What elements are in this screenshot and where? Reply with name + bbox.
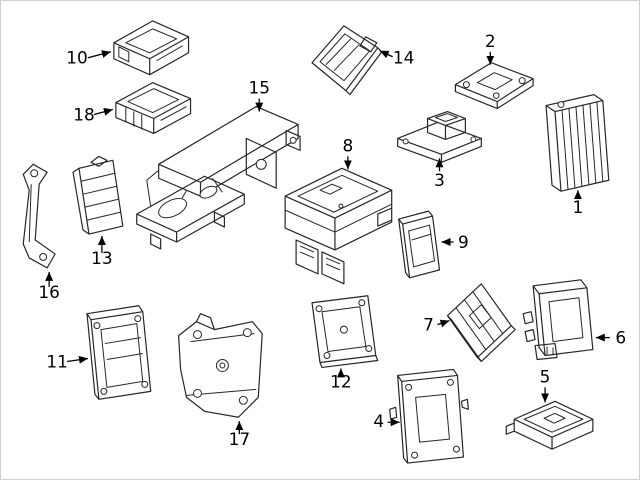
- part-16-hole: [30, 169, 39, 178]
- part-13-ribs: [80, 172, 121, 221]
- part-17-hole: [219, 362, 226, 369]
- part-2-hole: [462, 81, 470, 89]
- part-10-detail: [118, 28, 183, 63]
- part-1: 1: [545, 94, 610, 217]
- part-1-hole: [557, 101, 565, 109]
- part-3-detail: [435, 113, 458, 122]
- part-12: 12: [311, 295, 379, 391]
- part-12-label: 12: [330, 371, 352, 391]
- part-18: 18: [73, 82, 192, 135]
- part-1-ribs: [561, 101, 604, 190]
- part-1-label: 1: [573, 197, 584, 217]
- part-12-hole: [358, 299, 366, 307]
- part-7-label: 7: [423, 315, 434, 335]
- part-3-hole: [402, 138, 409, 145]
- part-12-hole: [365, 345, 373, 353]
- part-11: 11: [46, 305, 152, 400]
- part-16-label: 16: [38, 282, 60, 302]
- part-17-hole: [238, 395, 248, 405]
- part-18-label: 18: [73, 105, 95, 125]
- part-5-label: 5: [540, 366, 551, 386]
- part-9-body: [398, 210, 441, 279]
- part-17: 17: [177, 313, 263, 449]
- part-15: 15: [136, 78, 301, 250]
- part-4-screw: [452, 445, 460, 453]
- part-2: 2: [454, 31, 534, 110]
- part-4-screw: [411, 451, 419, 459]
- part-13: 13: [72, 155, 124, 268]
- part-15-hole: [158, 198, 188, 219]
- part-16: 16: [22, 163, 60, 302]
- part-11-screw: [100, 387, 108, 395]
- part-11-arrow: [66, 355, 89, 364]
- part-5-detail: [523, 405, 584, 433]
- part-10-arrow: [87, 50, 112, 59]
- part-12-hole: [339, 325, 348, 334]
- part-11-screw: [134, 315, 142, 323]
- part-14-arrow: [379, 50, 393, 59]
- part-3: 3: [397, 110, 482, 190]
- part-2-body: [454, 62, 534, 110]
- part-2-label: 2: [485, 31, 496, 51]
- part-2-hole: [492, 92, 500, 99]
- part-17-hole: [242, 328, 252, 338]
- part-9-detail: [408, 224, 436, 268]
- part-9-label: 9: [458, 232, 469, 252]
- part-14-detail: [319, 33, 371, 82]
- part-3-label: 3: [434, 170, 445, 190]
- part-7: 7: [423, 283, 516, 363]
- part-14-body: [311, 25, 383, 96]
- part-8-label: 8: [343, 135, 354, 155]
- part-4-screw: [405, 383, 413, 391]
- part-15-hole: [289, 136, 297, 144]
- part-16-detail: [28, 184, 32, 243]
- part-15-label: 15: [248, 78, 270, 98]
- part-16-body: [22, 163, 56, 269]
- part-15-hole: [199, 185, 218, 199]
- part-11-screw: [93, 322, 101, 330]
- part-11-detail: [100, 323, 144, 388]
- part-11-label: 11: [46, 351, 68, 371]
- part-3-hole: [470, 136, 477, 143]
- part-17-hole: [193, 388, 202, 398]
- part-2-hole: [518, 77, 526, 85]
- part-10: 10: [66, 20, 190, 76]
- part-10-body: [113, 20, 190, 76]
- part-5: 5: [505, 366, 594, 450]
- part-4-screw: [446, 378, 454, 386]
- part-12-hole: [315, 305, 323, 313]
- part-6-body: [522, 279, 594, 361]
- part-6-detail: [546, 297, 584, 356]
- part-17-hole: [193, 330, 202, 340]
- part-10-label: 10: [66, 48, 88, 68]
- part-8: 8: [284, 135, 393, 285]
- part-8-body: [284, 167, 393, 285]
- part-13-label: 13: [91, 248, 113, 268]
- part-14-label: 14: [393, 48, 415, 68]
- part-13-body: [72, 155, 124, 235]
- part-9: 9: [398, 210, 469, 279]
- part-18-arrow: [93, 107, 114, 116]
- part-4-detail: [415, 393, 450, 443]
- part-14: 14: [311, 25, 415, 96]
- part-6: 6: [522, 279, 626, 361]
- part-4-label: 4: [373, 411, 384, 431]
- part-18-body: [115, 82, 192, 135]
- part-17-label: 17: [229, 429, 251, 449]
- part-1-body: [545, 94, 610, 192]
- part-7-arrow: [437, 319, 450, 328]
- part-12-hole: [323, 352, 331, 360]
- part-8-hole: [338, 203, 344, 209]
- part-2-detail: [476, 72, 513, 91]
- part-18-detail: [125, 88, 187, 130]
- part-8-detail: [284, 174, 392, 271]
- part-16-hole: [39, 252, 48, 261]
- part-11-screw: [141, 380, 149, 388]
- part-12-detail: [321, 306, 367, 353]
- part-15-hole: [255, 158, 267, 170]
- part-7-ribs: [455, 291, 504, 350]
- part-4: 4: [373, 368, 469, 464]
- part-6-label: 6: [615, 328, 626, 348]
